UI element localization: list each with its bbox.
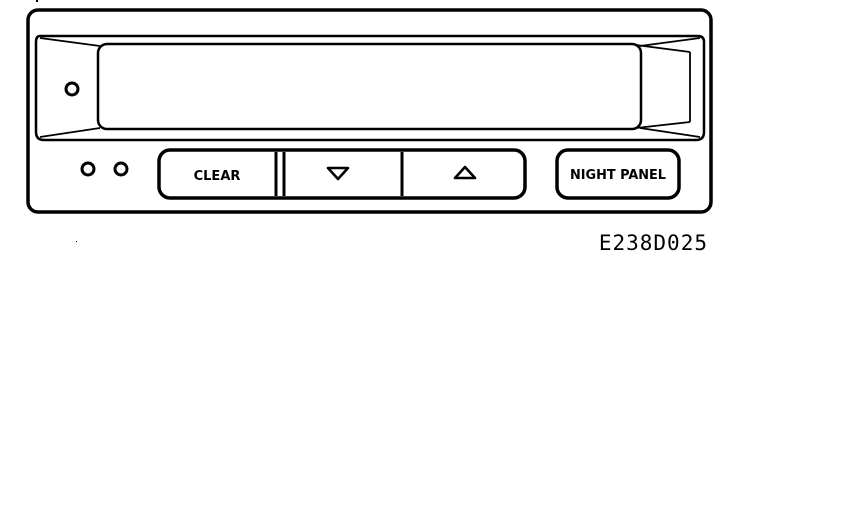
triangle-up-icon — [453, 165, 477, 180]
figure-id-label: E238D025 — [599, 231, 708, 255]
control-button-group: CLEAR — [157, 148, 527, 200]
night-panel-button-frame[interactable] — [555, 148, 681, 200]
triangle-down-icon — [326, 166, 350, 181]
clear-button-face[interactable] — [162, 153, 275, 195]
night-panel-button-label: NIGHT PANEL — [570, 168, 666, 183]
indicator-led-1 — [80, 161, 96, 177]
scan-speck — [76, 241, 77, 242]
clear-button-label: CLEAR — [194, 169, 241, 184]
night-panel-button[interactable]: NIGHT PANEL — [555, 148, 681, 200]
down-button[interactable] — [286, 153, 400, 195]
clear-button[interactable]: CLEAR — [162, 153, 275, 195]
bezel-bevel-lines — [39, 37, 701, 138]
indicator-led-2 — [113, 161, 129, 177]
light-sensor-indicator — [64, 81, 80, 97]
display-screen — [96, 42, 643, 131]
display-bezel — [34, 34, 706, 142]
up-button[interactable] — [404, 153, 522, 195]
scan-speck — [36, 0, 38, 2]
